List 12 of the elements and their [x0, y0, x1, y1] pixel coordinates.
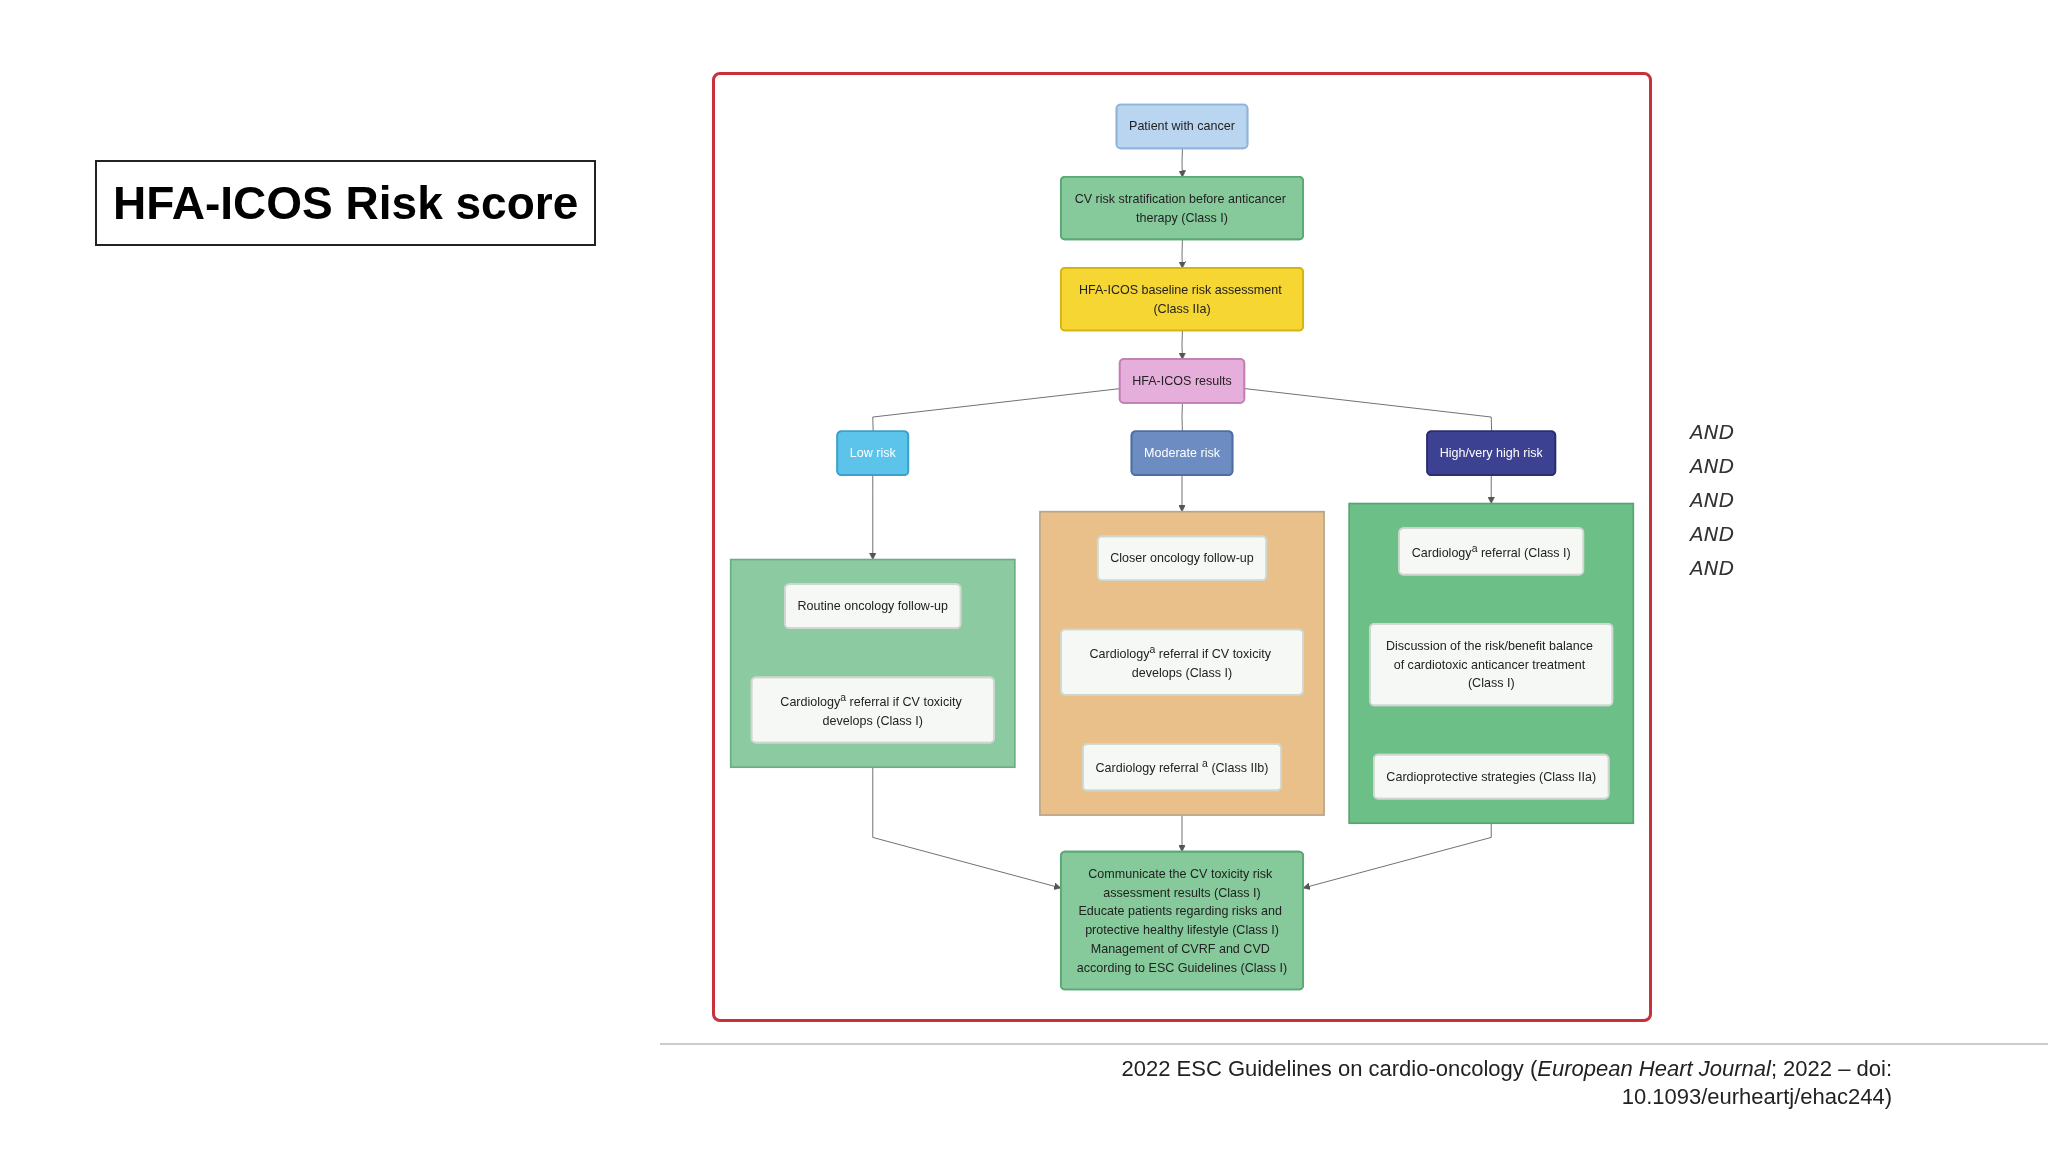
cluster — [729, 558, 1016, 769]
caption: 2022 ESC Guidelines on cardio-oncology (European Heart Journal; 2022 – doi: 10.1093/eurheartj/ehac244) — [1120, 1055, 1892, 1111]
connector-word: AND — [1690, 420, 1736, 444]
cluster — [1348, 502, 1635, 825]
connector — [1181, 402, 1183, 433]
connector-word: AND — [1690, 556, 1736, 580]
cluster — [1039, 510, 1325, 816]
connector-word: AND — [1690, 488, 1736, 512]
title: HFA-ICOS Risk score — [95, 160, 597, 246]
connector-word: AND — [1690, 522, 1736, 546]
connector — [1244, 388, 1493, 433]
connector-word: AND — [1690, 454, 1736, 478]
